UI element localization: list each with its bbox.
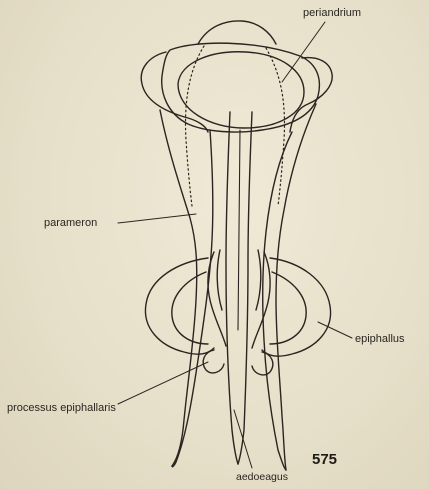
aedoeagus-mid — [238, 130, 240, 330]
figure-number: 575 — [312, 451, 337, 468]
periandrium-inner — [178, 52, 304, 128]
right-parameron-outer — [276, 104, 316, 470]
epiphallus-fold-4 — [256, 250, 261, 310]
processus-epiphallaris-label: processus epiphallaris — [7, 402, 116, 415]
processus-left — [203, 350, 224, 373]
epiphallus-fold-2 — [217, 250, 222, 310]
leader-parameron — [118, 214, 196, 223]
aedoeagus-label: aedoeagus — [236, 471, 288, 484]
parameron-label: parameron — [44, 217, 97, 230]
leader-lines — [118, 22, 352, 468]
left-parameron-outer — [160, 110, 197, 466]
left-wing — [141, 52, 208, 132]
periandrium-label: periandrium — [303, 7, 361, 20]
periandrium-cap — [198, 21, 276, 44]
aedoeagus-left — [226, 112, 238, 464]
epiphallus-label: epiphallus — [355, 333, 405, 346]
right-parameron-inner — [263, 132, 292, 470]
processus-right — [252, 352, 273, 375]
